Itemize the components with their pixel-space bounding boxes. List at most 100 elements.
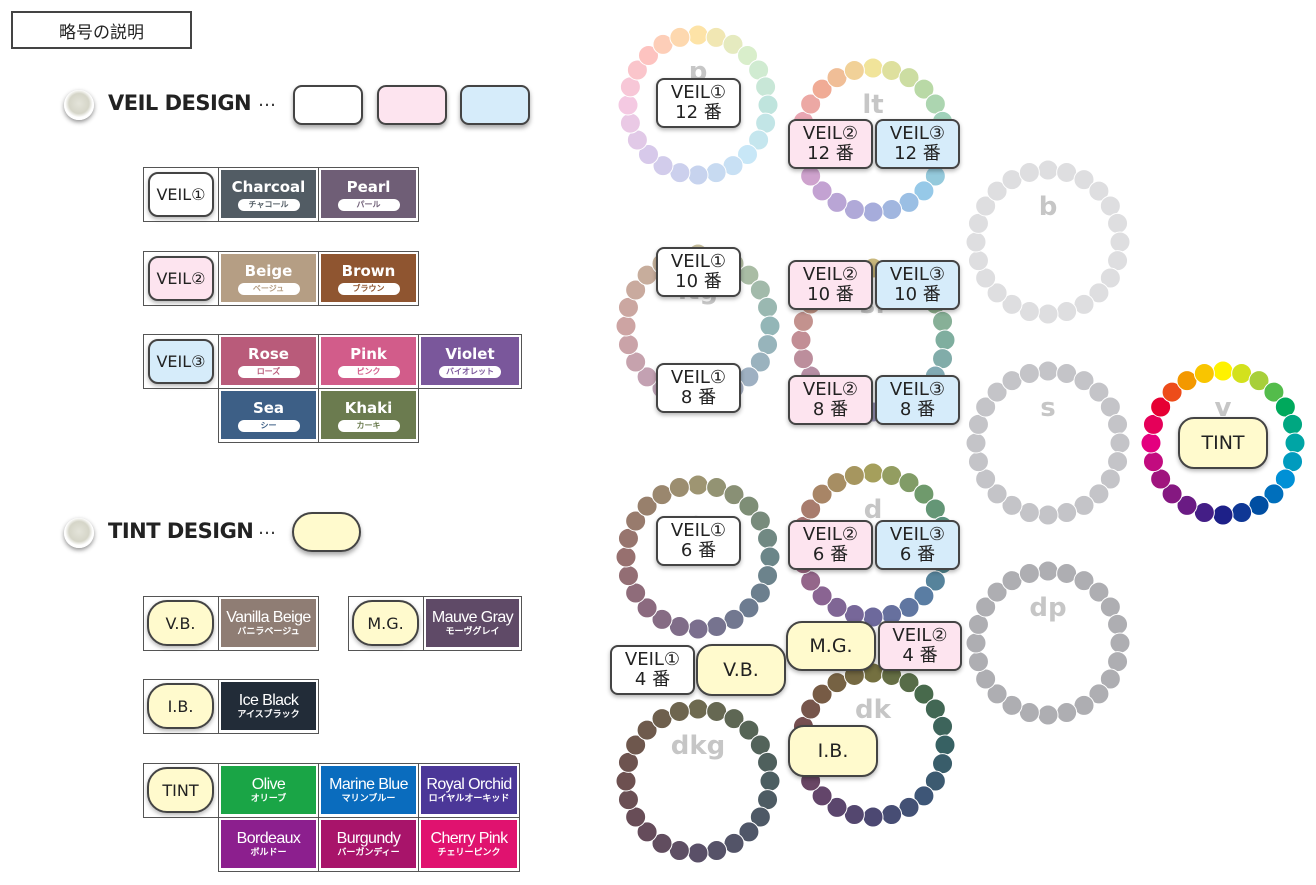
tone-dot [965,231,987,253]
tone-dot [1150,396,1172,418]
swatch-name: Pink [350,344,387,363]
tag-number-text: 4 番 [902,645,938,666]
tone-dot [636,597,658,619]
tone-label: lt [862,90,883,120]
section-bullet-icon [64,518,94,548]
tag-tint: TINT [1178,417,1268,469]
tone-dot [965,632,987,654]
tag-veil-text: VEIL③ [889,379,946,400]
tone-dot [638,45,660,67]
tone-dot [615,546,637,568]
tag-ib: I.B. [788,725,878,777]
tone-dot [1193,362,1215,384]
tag-number-text: 10 番 [675,271,722,292]
tone-dot [668,476,690,498]
tone-dot [1107,212,1129,234]
tag-veil-text: VEIL② [802,524,859,545]
tone-dot [975,596,997,618]
tone-dot [913,585,935,607]
tone-dot [615,315,637,337]
swatch-jp-name: モーヴグレイ [445,627,500,637]
tone-dot [1109,632,1131,654]
tone-dot [1107,613,1129,635]
tone-dot [1073,570,1095,592]
tone-dot [1037,360,1059,382]
tone-dot [986,381,1008,403]
swatch-jp-name: オリーブ [250,794,287,804]
tone-dot [1176,494,1198,516]
tone-dot [1231,502,1253,524]
tone-dot [1161,381,1183,403]
tone-dot [1037,504,1059,526]
tone-label: dkg [671,731,726,761]
tone-dot [706,616,728,638]
tone-dot [934,329,956,351]
tone-dot [738,719,760,741]
tag-mg: M.G. [786,621,876,671]
tone-dot [975,396,997,418]
tone-dot [1018,362,1040,384]
tone-dot [638,143,660,165]
tone-dot [1140,432,1162,454]
tag-number-text: 4 番 [634,669,671,690]
tag-veil-text: VEIL① [624,649,681,670]
tone-dot [975,195,997,217]
tone-dot [757,527,779,549]
swatch-name: Royal Orchid [426,776,512,793]
mg-label: M.G. [352,600,419,646]
swatch-jp-name: カーキ [337,419,400,432]
swatch-jp-name: ロイヤルオーキッド [428,794,510,804]
swatch-name: Bordeaux [236,830,301,847]
tone-dot [617,94,639,116]
tone-dot [967,451,989,473]
tone-dot [759,315,781,337]
tone-dot [722,33,744,55]
tag-veil-text: VEIL③ [889,524,946,545]
tone-dot [1263,381,1285,403]
tone-label: dk [855,695,892,725]
tone-dot [862,806,884,828]
tag-veil-text: VEIL① [670,520,727,541]
veil2-color-swatch [377,85,447,125]
tone-dot [705,162,727,184]
tone-dot [1099,468,1121,490]
tone-dot [757,296,779,318]
tone-dot [748,129,770,151]
tint-ellipsis: … [258,518,276,539]
swatch-name: Pearl [346,177,391,196]
tint-label: TINT [147,767,214,813]
veil-design-title: VEIL DESIGN [108,91,252,115]
ib-label: I.B. [147,683,214,729]
tone-dot [898,472,920,494]
tone-dot [759,770,781,792]
swatch-name: Cherry Pink [430,830,509,847]
swatch-name: Sea [252,398,285,417]
tone-dot [898,672,920,694]
tone-dot [811,785,833,807]
tint-color-swatch [292,512,361,552]
tone-dot [1088,180,1110,202]
tone-dot [723,708,745,730]
tone-dot [1109,432,1131,454]
tone-dot [843,464,865,486]
tone-dot [1001,494,1023,516]
tone-dot [1001,694,1023,716]
tone-dot [800,93,822,115]
tone-dot [736,143,758,165]
tone-dot [986,683,1008,705]
tag-veil-text: VEIL② [802,123,859,144]
veil2-label: VEIL② [148,256,214,301]
tone-dot [687,842,709,864]
